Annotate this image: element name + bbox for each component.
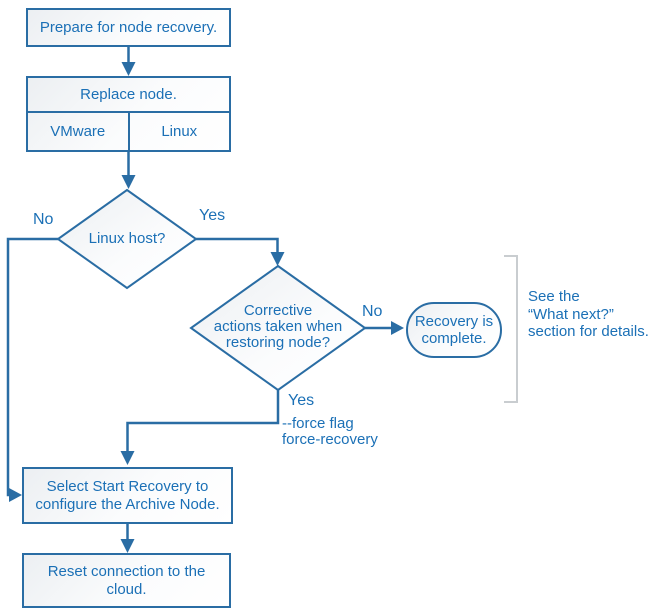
start-recovery-line-1: Select Start Recovery to <box>46 477 209 495</box>
linux-host-diamond <box>56 188 198 290</box>
start-recovery-line-2: configure the Archive Node. <box>35 495 220 513</box>
arrow-start-to-reset <box>120 523 135 553</box>
connector-corrective-no <box>365 321 404 335</box>
node-start-recovery: Select Start Recovery to configure the A… <box>22 467 233 524</box>
corrective-yes-label: Yes <box>288 392 315 409</box>
linux-host-no-label: No <box>33 211 54 228</box>
side-note-line-2: “What next?” <box>528 305 614 323</box>
connector-linux-host-yes <box>196 237 285 266</box>
linux-host-yes-label: Yes <box>199 207 226 224</box>
recovery-complete-line-1: Recovery is <box>414 313 494 330</box>
side-note-line-3: section for details. <box>528 323 649 340</box>
arrow-prepare-to-replace <box>121 47 136 76</box>
option-linux: Linux <box>161 123 198 140</box>
node-prepare-label: Prepare for node recovery. <box>39 18 218 36</box>
connector-corrective-yes <box>120 390 280 465</box>
node-replace-options: VMware Linux <box>28 113 229 150</box>
reset-connection-line-2: cloud. <box>106 580 147 598</box>
node-reset-connection: Reset connection to the cloud. <box>22 553 231 608</box>
node-replace-label: Replace node. <box>28 78 229 113</box>
node-corrective-label: Corrective actions taken when restoring … <box>198 303 358 351</box>
recovery-complete-line-2: complete. <box>421 330 487 347</box>
connector-linux-host-no <box>6 237 58 502</box>
node-recovery-complete: Recovery is complete. <box>406 302 502 358</box>
node-replace: Replace node. VMware Linux <box>26 76 231 152</box>
side-note: See the “What next?” section for details… <box>528 288 663 341</box>
corrective-line-2: actions taken when <box>213 318 343 335</box>
node-prepare: Prepare for node recovery. <box>26 8 231 47</box>
corrective-line-1: Corrective <box>243 302 313 319</box>
corrective-no-label: No <box>362 303 383 320</box>
force-flag-note: --force flag force-recovery <box>282 416 378 448</box>
side-note-line-1: See the <box>528 288 580 305</box>
option-vmware: VMware <box>28 113 130 150</box>
node-linux-host-label: Linux host? <box>88 230 166 247</box>
reset-connection-line-1: Reset connection to the <box>47 562 206 580</box>
force-flag-line-1: --force flag <box>282 415 354 432</box>
side-note-bracket <box>504 255 518 403</box>
force-flag-line-2: force-recovery <box>282 431 378 448</box>
arrow-replace-to-linux-host <box>121 152 136 189</box>
corrective-line-3: restoring node? <box>225 334 331 351</box>
